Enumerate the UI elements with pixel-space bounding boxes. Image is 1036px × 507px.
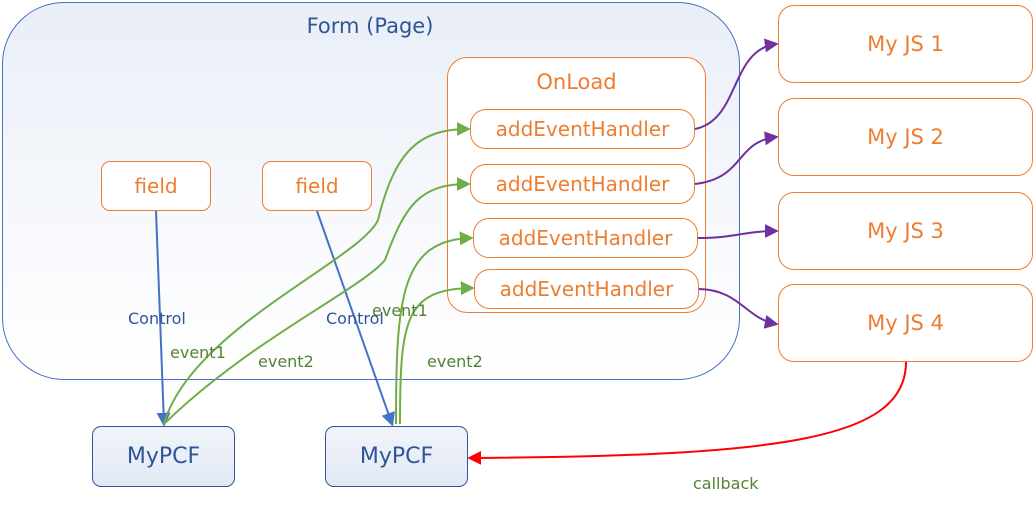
event2-label-b: event2 [427, 352, 483, 371]
event-arrow-pcf1-to-handler-2 [163, 177, 471, 425]
control-arrow-2 [316, 210, 395, 427]
handler-1-to-js-1-arrow [694, 38, 779, 130]
add-event-handler-2: addEventHandler [470, 164, 695, 204]
control-label-2: Control [326, 309, 384, 328]
mypcf-box-1: MyPCF [92, 426, 235, 487]
handler-2-to-js-2-arrow [694, 131, 779, 185]
field-box-1: field [101, 161, 211, 211]
event-arrow-pcf2-to-handler-4 [399, 281, 475, 425]
add-event-handler-3: addEventHandler [473, 218, 698, 258]
js-box-3: My JS 3 [778, 192, 1033, 270]
event1-label-a: event1 [170, 343, 226, 362]
js-box-4: My JS 4 [778, 284, 1033, 362]
form-page-title: Form (Page) [306, 14, 434, 38]
event2-label-a: event2 [258, 352, 314, 371]
field-box-2: field [262, 161, 372, 211]
mypcf-box-2: MyPCF [325, 426, 468, 487]
handler-4-to-js-4-arrow [698, 288, 779, 329]
callback-arrow [467, 361, 907, 465]
event-arrow-pcf2-to-handler-3 [395, 231, 474, 425]
add-event-handler-1: addEventHandler [470, 109, 695, 149]
onload-title: OnLoad [536, 70, 617, 94]
add-event-handler-4: addEventHandler [474, 269, 699, 309]
callback-label: callback [693, 474, 759, 493]
handler-3-to-js-3-arrow [697, 224, 779, 239]
control-label-1: Control [128, 309, 186, 328]
event1-label-b: event1 [372, 301, 428, 320]
js-box-1: My JS 1 [778, 5, 1033, 83]
event-arrow-pcf1-to-handler-1 [163, 122, 471, 425]
control-arrow-1 [155, 210, 171, 427]
